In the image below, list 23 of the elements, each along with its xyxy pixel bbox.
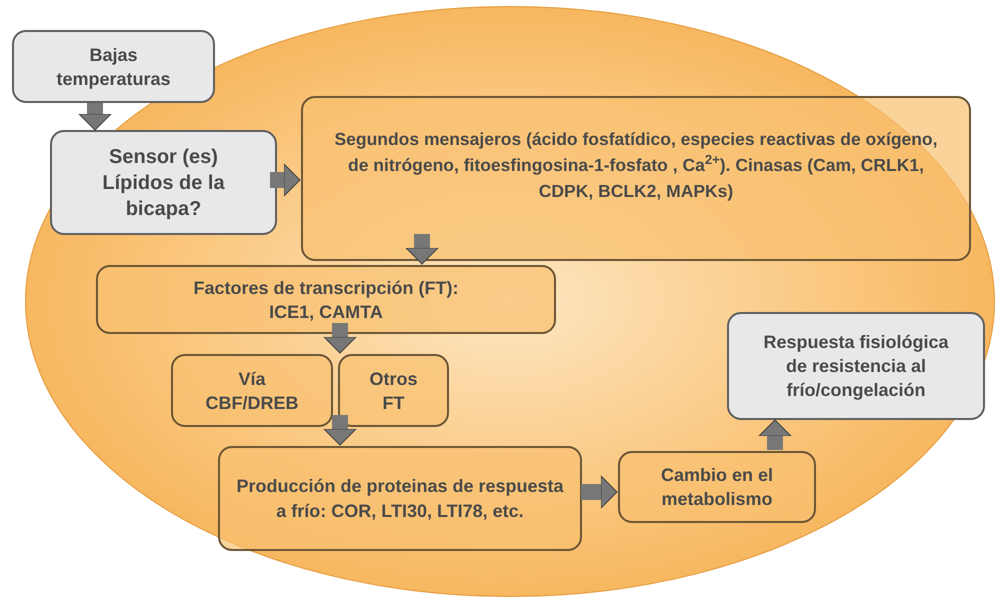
process-box xyxy=(338,354,449,427)
arrow xyxy=(581,476,618,508)
process-box xyxy=(618,451,816,523)
process-box xyxy=(96,265,556,334)
process-box xyxy=(218,446,582,551)
arrow xyxy=(270,164,300,196)
box-text: Bajas temperaturas xyxy=(55,44,172,90)
process-box xyxy=(12,30,215,103)
arrow xyxy=(78,103,112,130)
box-text: Producción de proteinas de respuesta a frío: COR, LTI30, LTI78, etc. xyxy=(235,474,565,522)
box-text: Otros FT xyxy=(368,368,418,414)
box-text: Cambio en el metabolismo xyxy=(660,464,774,511)
box-text: Factores de transcripción (FT): ICE1, CAMTA xyxy=(192,276,460,324)
arrow xyxy=(758,420,792,450)
process-box xyxy=(301,96,971,261)
arrow xyxy=(406,234,438,264)
box-text: Segundos mensajeros (ácido fosfatídico, especies reactivas de oxígeno, de nitrógeno, fitoesfingosina-1-fosfato , Ca$^{2+}$). Cinasas (Cam, CRLK1, CDPK, BCLK2, MAPKs) xyxy=(334,128,938,203)
arrow xyxy=(324,323,356,354)
box-text: Respuesta fisiológica de resistencia al frío/congelación xyxy=(762,331,950,402)
box-text: Vía CBF/DREB xyxy=(204,368,300,414)
process-box xyxy=(171,354,333,427)
box-text: Sensor (es) Lípidos de la bicapa? xyxy=(101,144,226,222)
arrow xyxy=(324,415,356,446)
